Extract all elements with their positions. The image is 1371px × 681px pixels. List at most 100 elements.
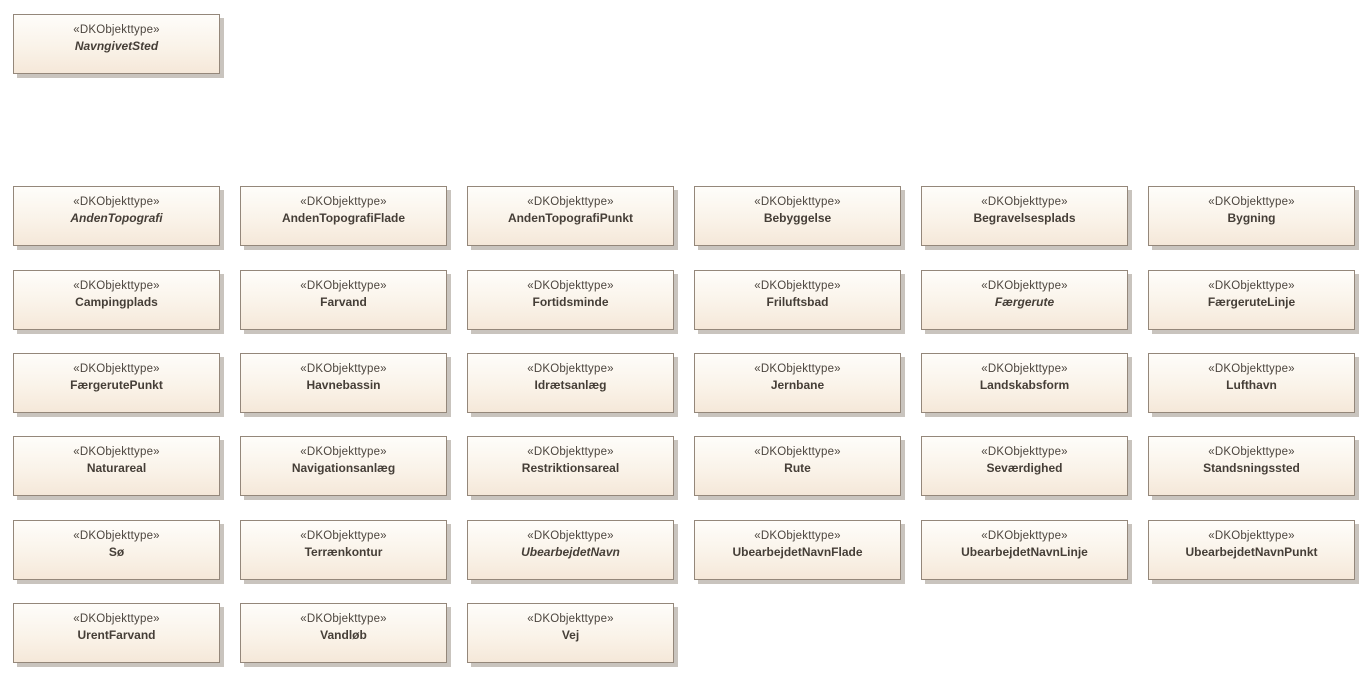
class-box-Rute[interactable]: «DKObjekttype» Rute	[694, 436, 901, 496]
stereotype-label: «DKObjekttype»	[300, 280, 387, 292]
stereotype-label: «DKObjekttype»	[527, 446, 614, 458]
stereotype-label: «DKObjekttype»	[300, 363, 387, 375]
class-name: Naturareal	[86, 461, 147, 475]
class-name: Havnebassin	[306, 378, 381, 392]
stereotype-label: «DKObjekttype»	[1208, 363, 1295, 375]
class-box-Bygning[interactable]: «DKObjekttype» Bygning	[1148, 186, 1355, 246]
class-box-NavngivetSted[interactable]: «DKObjekttype» NavngivetSted	[13, 14, 220, 74]
stereotype-label: «DKObjekttype»	[300, 530, 387, 542]
class-box-UbearbejdetNavn[interactable]: «DKObjekttype» UbearbejdetNavn	[467, 520, 674, 580]
class-name: UbearbejdetNavn	[521, 545, 620, 559]
stereotype-label: «DKObjekttype»	[73, 24, 160, 36]
class-name: Fortidsminde	[532, 295, 609, 309]
class-box-UbearbejdetNavnFlade[interactable]: «DKObjekttype» UbearbejdetNavnFlade	[694, 520, 901, 580]
class-box-Bebyggelse[interactable]: «DKObjekttype» Bebyggelse	[694, 186, 901, 246]
stereotype-label: «DKObjekttype»	[300, 196, 387, 208]
class-box-Restriktionsareal[interactable]: «DKObjekttype» Restriktionsareal	[467, 436, 674, 496]
stereotype-label: «DKObjekttype»	[981, 530, 1068, 542]
class-name: Seværdighed	[986, 461, 1063, 475]
stereotype-label: «DKObjekttype»	[754, 530, 841, 542]
stereotype-label: «DKObjekttype»	[73, 196, 160, 208]
stereotype-label: «DKObjekttype»	[73, 613, 160, 625]
class-name: Bygning	[1227, 211, 1276, 225]
class-name: Farvand	[320, 295, 367, 309]
class-name: Jernbane	[770, 378, 825, 392]
class-name: Idrætsanlæg	[534, 378, 607, 392]
stereotype-label: «DKObjekttype»	[1208, 280, 1295, 292]
class-box-AndenTopografiPunkt[interactable]: «DKObjekttype» AndenTopografiPunkt	[467, 186, 674, 246]
class-box-AndenTopografiFlade[interactable]: «DKObjekttype» AndenTopografiFlade	[240, 186, 447, 246]
class-name: Vej	[561, 628, 580, 642]
stereotype-label: «DKObjekttype»	[754, 363, 841, 375]
class-name: AndenTopografiFlade	[281, 211, 406, 225]
stereotype-label: «DKObjekttype»	[527, 196, 614, 208]
class-box-Landskabsform[interactable]: «DKObjekttype» Landskabsform	[921, 353, 1128, 413]
class-box-AndenTopografi[interactable]: «DKObjekttype» AndenTopografi	[13, 186, 220, 246]
class-box-Havnebassin[interactable]: «DKObjekttype» Havnebassin	[240, 353, 447, 413]
class-name: Campingplads	[75, 295, 158, 309]
class-box-Lufthavn[interactable]: «DKObjekttype» Lufthavn	[1148, 353, 1355, 413]
class-name: Navigationsanlæg	[291, 461, 396, 475]
stereotype-label: «DKObjekttype»	[754, 446, 841, 458]
stereotype-label: «DKObjekttype»	[73, 446, 160, 458]
class-name: Terrænkontur	[304, 545, 383, 559]
class-box-Vandløb[interactable]: «DKObjekttype» Vandløb	[240, 603, 447, 663]
class-name: UbearbejdetNavnPunkt	[1185, 545, 1318, 559]
class-name: AndenTopografiPunkt	[507, 211, 634, 225]
stereotype-label: «DKObjekttype»	[527, 363, 614, 375]
class-box-Begravelsesplads[interactable]: «DKObjekttype»Begravelsesplads	[921, 186, 1128, 246]
stereotype-label: «DKObjekttype»	[73, 530, 160, 542]
class-box-Friluftsbad[interactable]: «DKObjekttype» Friluftsbad	[694, 270, 901, 330]
class-box-UbearbejdetNavnLinje[interactable]: «DKObjekttype»UbearbejdetNavnLinje	[921, 520, 1128, 580]
stereotype-label: «DKObjekttype»	[754, 196, 841, 208]
stereotype-label: «DKObjekttype»	[300, 613, 387, 625]
class-name: Sø	[108, 545, 125, 559]
class-name: AndenTopografi	[70, 211, 163, 225]
stereotype-label: «DKObjekttype»	[1208, 446, 1295, 458]
class-box-Færgerute[interactable]: «DKObjekttype» Færgerute	[921, 270, 1128, 330]
class-box-UbearbejdetNavnPunkt[interactable]: «DKObjekttype» UbearbejdetNavnPunkt	[1148, 520, 1355, 580]
class-name: Landskabsform	[979, 378, 1070, 392]
stereotype-label: «DKObjekttype»	[73, 363, 160, 375]
stereotype-label: «DKObjekttype»	[73, 280, 160, 292]
class-box-Vej[interactable]: «DKObjekttype» Vej	[467, 603, 674, 663]
class-name: FærgeruteLinje	[1207, 295, 1296, 309]
class-box-Sø[interactable]: «DKObjekttype» Sø	[13, 520, 220, 580]
class-box-Idrætsanlæg[interactable]: «DKObjekttype» Idrætsanlæg	[467, 353, 674, 413]
class-name: Færgerute	[994, 295, 1055, 309]
class-name: UrentFarvand	[77, 628, 156, 642]
class-box-FærgerutePunkt[interactable]: «DKObjekttype» FærgerutePunkt	[13, 353, 220, 413]
class-name: Rute	[784, 461, 811, 475]
stereotype-label: «DKObjekttype»	[981, 446, 1068, 458]
class-name: Restriktionsareal	[521, 461, 620, 475]
class-name: Standsningssted	[1203, 461, 1300, 475]
class-box-Farvand[interactable]: «DKObjekttype» Farvand	[240, 270, 447, 330]
class-box-Seværdighed[interactable]: «DKObjekttype» Seværdighed	[921, 436, 1128, 496]
stereotype-label: «DKObjekttype»	[527, 613, 614, 625]
stereotype-label: «DKObjekttype»	[300, 446, 387, 458]
class-name: Lufthavn	[1226, 378, 1277, 392]
stereotype-label: «DKObjekttype»	[754, 280, 841, 292]
class-box-UrentFarvand[interactable]: «DKObjekttype» UrentFarvand	[13, 603, 220, 663]
class-box-Fortidsminde[interactable]: «DKObjekttype»Fortidsminde	[467, 270, 674, 330]
class-name: FærgerutePunkt	[70, 378, 163, 392]
stereotype-label: «DKObjekttype»	[1208, 530, 1295, 542]
stereotype-label: «DKObjekttype»	[981, 196, 1068, 208]
class-box-Naturareal[interactable]: «DKObjekttype» Naturareal	[13, 436, 220, 496]
class-box-FærgeruteLinje[interactable]: «DKObjekttype» FærgeruteLinje	[1148, 270, 1355, 330]
class-box-Campingplads[interactable]: «DKObjekttype» Campingplads	[13, 270, 220, 330]
class-name: NavngivetSted	[74, 39, 159, 53]
class-name: UbearbejdetNavnFlade	[732, 545, 863, 559]
class-box-Terrænkontur[interactable]: «DKObjekttype» Terrænkontur	[240, 520, 447, 580]
stereotype-label: «DKObjekttype»	[1208, 196, 1295, 208]
stereotype-label: «DKObjekttype»	[981, 363, 1068, 375]
class-box-Jernbane[interactable]: «DKObjekttype» Jernbane	[694, 353, 901, 413]
class-name: Friluftsbad	[766, 295, 829, 309]
class-box-Standsningssted[interactable]: «DKObjekttype» Standsningssted	[1148, 436, 1355, 496]
stereotype-label: «DKObjekttype»	[981, 280, 1068, 292]
stereotype-label: «DKObjekttype»	[527, 530, 614, 542]
class-name: Vandløb	[320, 628, 367, 642]
class-name: Bebyggelse	[763, 211, 832, 225]
class-box-Navigationsanlæg[interactable]: «DKObjekttype» Navigationsanlæg	[240, 436, 447, 496]
